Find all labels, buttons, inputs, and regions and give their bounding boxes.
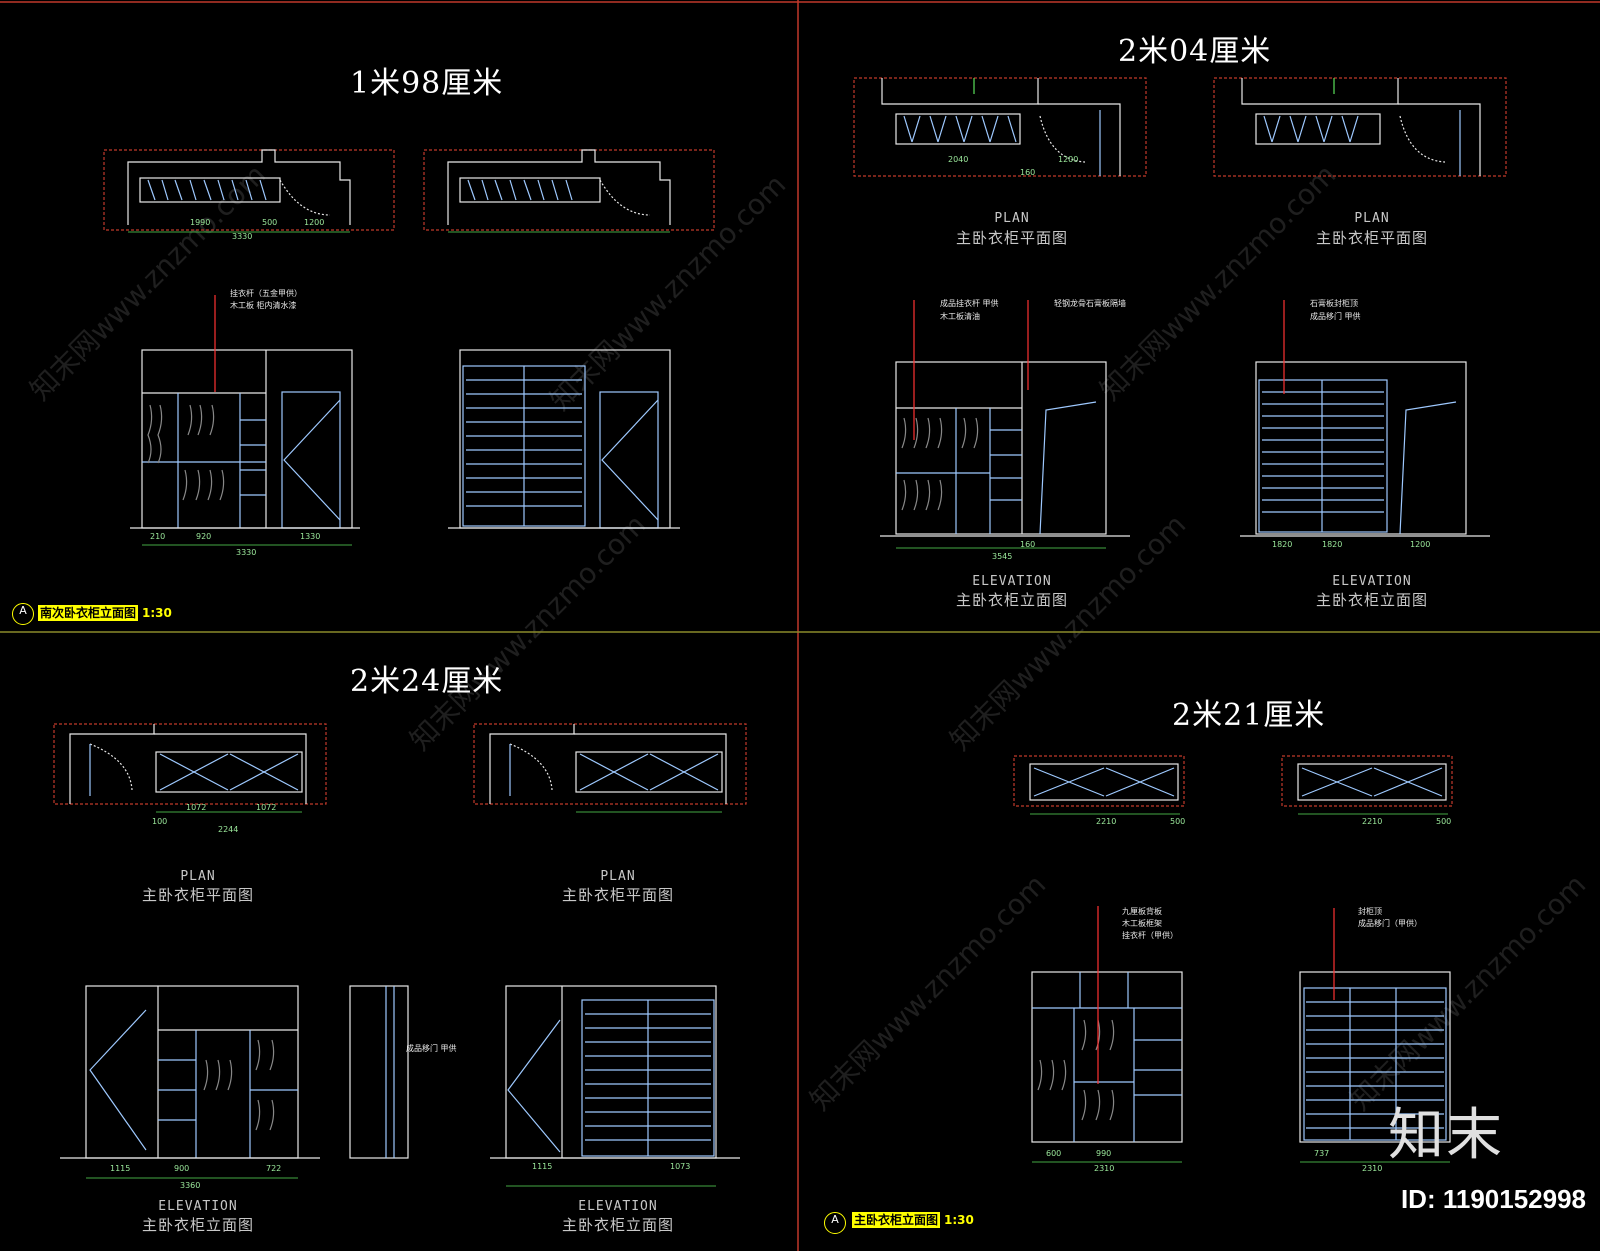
dimension-text: 1330: [300, 532, 321, 541]
elev-label-en: ELEVATION: [1332, 574, 1412, 589]
annotation-note: 木工板 柜内清水漆: [230, 301, 297, 310]
plan-label-en: PLAN: [600, 869, 636, 884]
s1-elev-left: [130, 295, 360, 546]
section-marker-icon: A: [12, 603, 34, 625]
section-marker-icon: A: [824, 1212, 846, 1234]
s1-plan-right: [423, 149, 715, 233]
dimension-text: 1115: [532, 1162, 553, 1171]
dimension-text: 1072: [186, 803, 207, 812]
image-id: ID: 1190152998: [1400, 1184, 1586, 1214]
plan-label-en: PLAN: [994, 211, 1030, 226]
dimension-text: 3330: [232, 232, 253, 241]
annotation-note: 成品挂衣杆 甲供: [940, 299, 999, 308]
dimension-text: 600: [1046, 1149, 1062, 1158]
s4-elev-left: [1031, 906, 1183, 1163]
dimension-text: 1200: [1058, 155, 1079, 164]
dimension-text: 3360: [180, 1181, 201, 1190]
dimension-text: 1073: [670, 1162, 691, 1171]
section-title: 1米98厘米: [350, 66, 504, 101]
annotation-note: 成品移门 甲供: [406, 1044, 457, 1053]
section-title: 2米24厘米: [350, 664, 504, 699]
s4-plan-right: [1281, 755, 1453, 815]
dimension-text: 990: [1096, 1149, 1112, 1158]
dimension-text: 2210: [1362, 817, 1383, 826]
annotation-note: 挂衣杆（五金甲供）: [230, 289, 302, 298]
elev-label-zh: 主卧衣柜立面图: [561, 1216, 674, 1234]
plan-label-zh: 主卧衣柜平面图: [1315, 229, 1428, 247]
annotation-note: 成品移门（甲供）: [1358, 919, 1422, 928]
annotation-note: 木工板框架: [1122, 919, 1162, 928]
s4-elev-right: [1299, 908, 1451, 1163]
dimension-text: 900: [174, 1164, 190, 1173]
s3-elev-left: [60, 985, 320, 1179]
elev-label-en: ELEVATION: [578, 1199, 658, 1214]
annotation-note: 石膏板封柜顶: [1310, 299, 1358, 308]
dimension-text: 722: [266, 1164, 282, 1173]
s3-plan-right: [473, 723, 747, 813]
dimension-text: 2310: [1094, 1164, 1115, 1173]
plan-label-zh: 主卧衣柜平面图: [955, 229, 1068, 247]
annotation-note: 轻钢龙骨石膏板隔墙: [1054, 299, 1126, 308]
section-title: 2米04厘米: [1118, 34, 1272, 69]
annotation-note: 封柜顶: [1358, 907, 1382, 916]
dimension-text: 500: [1436, 817, 1452, 826]
s1-plan-left: [103, 149, 395, 233]
plan-label-en: PLAN: [1354, 211, 1390, 226]
plan-label-zh: 主卧衣柜平面图: [561, 886, 674, 904]
scale-ratio: 1:30: [142, 606, 172, 620]
s1-elev-right: [448, 349, 680, 529]
section-title: 2米21厘米: [1172, 698, 1326, 733]
elev-label-zh: 主卧衣柜立面图: [141, 1216, 254, 1234]
scale-title: 南次卧衣柜立面图: [38, 605, 139, 621]
annotation-note: 木工板清油: [940, 312, 980, 321]
s4-plan-left: [1013, 755, 1185, 815]
dimension-text: 2244: [218, 825, 239, 834]
dimension-text: 920: [196, 532, 212, 541]
elev-label-zh: 主卧衣柜立面图: [1315, 591, 1428, 609]
dimension-text: 160: [1020, 168, 1036, 177]
scale-title: 主卧衣柜立面图: [852, 1212, 941, 1228]
dimension-text: 100: [152, 817, 168, 826]
s2-plan-left: [853, 77, 1147, 177]
annotation-note: 成品移门 甲供: [1310, 312, 1361, 321]
dimension-text: 1200: [1410, 540, 1431, 549]
elev-label-zh: 主卧衣柜立面图: [955, 591, 1068, 609]
s3-section: [349, 985, 409, 1159]
dimension-text: 1072: [256, 803, 277, 812]
dimension-text: 500: [262, 218, 278, 227]
dimension-text: 1820: [1322, 540, 1343, 549]
s2-elev-right: [1240, 300, 1490, 537]
plan-label-en: PLAN: [180, 869, 216, 884]
dimension-text: 1115: [110, 1164, 131, 1173]
s3-plan-left: [53, 723, 327, 813]
scale-ratio: 1:30: [944, 1213, 974, 1227]
dimension-text: 2040: [948, 155, 969, 164]
dimension-text: 1200: [304, 218, 325, 227]
dimension-text: 1990: [190, 218, 211, 227]
dimension-text: 737: [1314, 1149, 1330, 1158]
s2-plan-right: [1213, 77, 1507, 177]
s2-elev-left: [880, 300, 1130, 549]
dimension-text: 500: [1170, 817, 1186, 826]
dimension-text: 3330: [236, 548, 257, 557]
s3-elev-right: [490, 985, 740, 1187]
brand-logo: 知末: [1388, 1103, 1504, 1168]
elev-label-en: ELEVATION: [158, 1199, 238, 1214]
dimension-text: 1820: [1272, 540, 1293, 549]
annotation-note: 挂衣杆（甲供）: [1122, 931, 1178, 940]
dimension-text: 2210: [1096, 817, 1117, 826]
annotation-note: 九厘板背板: [1122, 907, 1162, 916]
dimension-text: 210: [150, 532, 166, 541]
dimension-text: 2310: [1362, 1164, 1383, 1173]
elev-label-en: ELEVATION: [972, 574, 1052, 589]
plan-label-zh: 主卧衣柜平面图: [141, 886, 254, 904]
dimension-text: 3545: [992, 552, 1013, 561]
dimension-text: 160: [1020, 540, 1036, 549]
